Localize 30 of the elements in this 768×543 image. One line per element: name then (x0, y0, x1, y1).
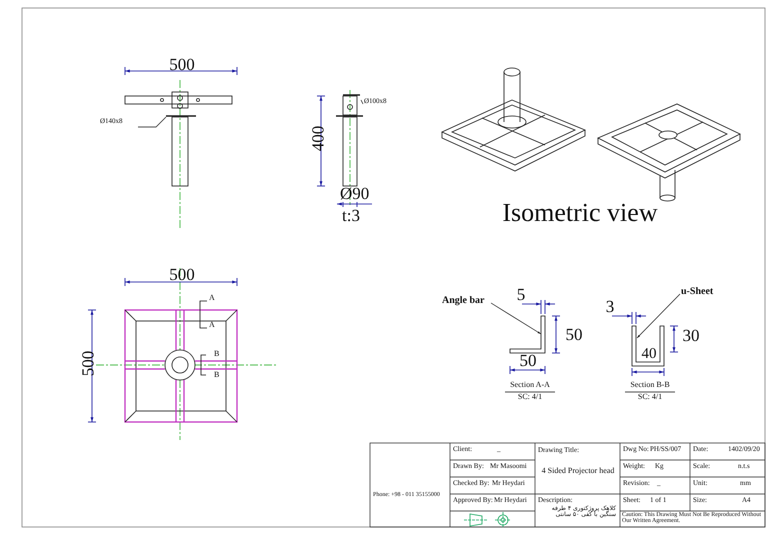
section-title: Section B-B (629, 381, 671, 389)
scale-note: SC: 4/1 (636, 393, 664, 401)
leader-line (360, 100, 364, 104)
section-marker: A (209, 294, 216, 302)
callout-label: Angle bar (442, 296, 484, 306)
dimension-value: 50 (564, 326, 584, 343)
dimension-value: 400 (310, 124, 326, 154)
scale-note: SC: 4/1 (516, 393, 544, 401)
callout-label: u-Sheet (681, 287, 714, 297)
dimension-value: 40 (640, 347, 658, 362)
dimension-value: 5 (516, 286, 526, 303)
dimension-value: 500 (168, 266, 196, 283)
section-marker: B (214, 371, 220, 379)
section-title: Section A-A (509, 381, 551, 389)
dimension-value: 50 (518, 352, 538, 369)
leader-line (138, 116, 166, 128)
dimension-value: t:3 (342, 207, 361, 224)
u-sheet-section-drawing (632, 326, 664, 366)
leader-line (490, 302, 542, 334)
angle-bar-section-drawing (510, 316, 546, 354)
dimension-value: Ø90 (340, 185, 370, 202)
leader-line (636, 294, 680, 338)
dimension-value: 3 (604, 298, 616, 315)
section-marker: B (214, 350, 220, 358)
section-marker: A (209, 321, 216, 329)
view-title: Isometric view (501, 200, 659, 226)
drawing-title: 4 Sided Projector head (540, 467, 616, 475)
dimension-value: 30 (682, 327, 700, 344)
dimension-value: 500 (168, 56, 196, 73)
dimension-value: 500 (80, 350, 96, 378)
